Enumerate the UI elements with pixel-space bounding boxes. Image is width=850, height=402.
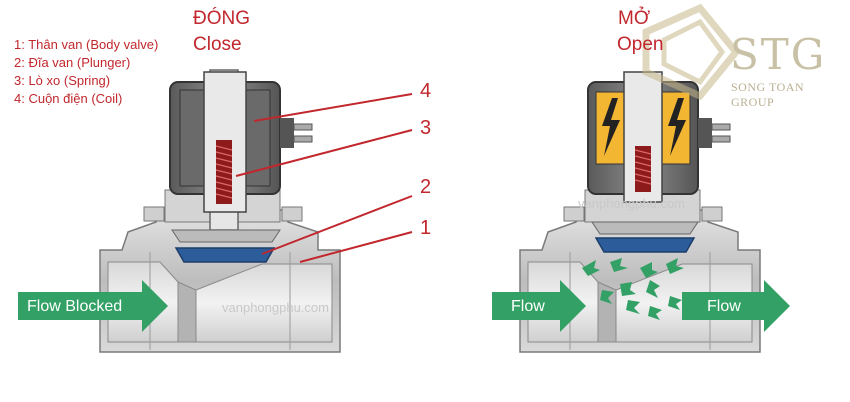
flow-inlet-label: Flow	[511, 298, 545, 315]
lightning-icon	[602, 98, 620, 156]
open-title-vn: MỞ	[618, 8, 651, 29]
flow-outlet-arrow-icon	[682, 280, 790, 332]
callout-number: 1	[420, 217, 432, 239]
brand-name: SONG TOAN GROUP	[731, 80, 805, 109]
brand-logo-text: STG	[730, 30, 827, 79]
legend-item: 3: Lò xo (Spring)	[14, 73, 111, 88]
watermark: vanphongphu.com	[222, 300, 329, 315]
parts-legend: 1: Thân van (Body valve) 2: Đĩa van (Plu…	[14, 36, 158, 108]
closed-valve	[18, 69, 413, 353]
open-valve-spring	[634, 146, 652, 192]
open-valve	[492, 71, 790, 353]
watermark: vanphongphu.com	[578, 196, 685, 211]
stg-logo-mark	[642, 3, 741, 101]
open-valve-plunger	[594, 237, 696, 253]
flow-outlet-label: Flow	[707, 298, 741, 315]
flow-blocked-label: Flow Blocked	[27, 298, 123, 315]
legend-item: 4: Cuộn điện (Coil)	[14, 91, 123, 106]
legend-item: 1: Thân van (Body valve)	[14, 37, 159, 52]
flow-swirl-arrows	[582, 258, 684, 320]
closed-valve-plunger	[174, 247, 276, 263]
callout-number: 3	[420, 117, 432, 139]
open-title-en: Open	[617, 34, 664, 55]
legend-item: 2: Đĩa van (Plunger)	[14, 55, 131, 70]
lightning-icon	[668, 98, 686, 156]
closed-valve-spring	[215, 140, 233, 204]
callout-number: 4	[420, 80, 432, 102]
callout-number: 2	[420, 176, 432, 198]
flow-blocked-arrow-icon	[18, 280, 168, 332]
closed-title-vn: ĐÓNG	[193, 8, 250, 29]
flow-inlet-arrow-icon	[492, 280, 586, 332]
closed-title-en: Close	[193, 34, 242, 55]
